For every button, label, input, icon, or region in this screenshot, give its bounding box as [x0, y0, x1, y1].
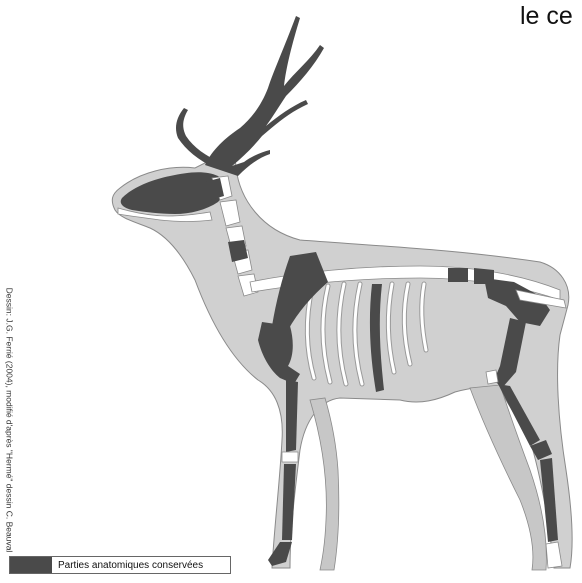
- front-leg-silhouette: [310, 398, 339, 570]
- page-title: le ce: [520, 2, 573, 31]
- legend: Parties anatomiques conservées: [9, 556, 231, 574]
- front-carpals: [282, 452, 298, 462]
- drawing-credit: Dessin: J.G. Ferrié (2004), modifié d'ap…: [1, 280, 17, 560]
- credit-text: Dessin: J.G. Ferrié (2004), modifié d'ap…: [4, 288, 14, 553]
- legend-label: Parties anatomiques conservées: [58, 560, 203, 571]
- antlers: [176, 16, 324, 176]
- legend-swatch: [10, 557, 52, 573]
- front-metacarpal: [282, 464, 296, 540]
- patella: [486, 370, 498, 384]
- front-radius: [286, 380, 298, 452]
